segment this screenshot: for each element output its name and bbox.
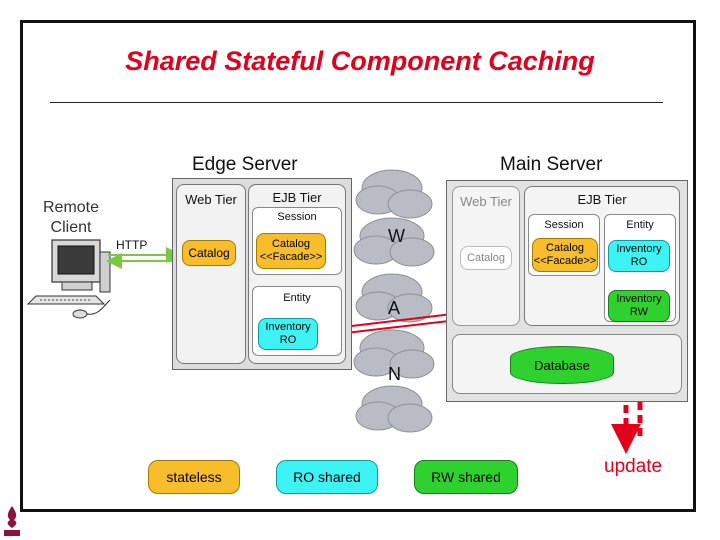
main-entity-label: Entity [626, 219, 654, 231]
http-label: HTTP [116, 238, 148, 252]
main-catalog: Catalog [460, 246, 512, 270]
edge-web-tier [176, 184, 246, 364]
wan-letter-a: A [388, 298, 401, 318]
main-database: Database [510, 346, 614, 384]
main-inventory-ro: Inventory RO [608, 240, 670, 272]
main-ejb-tier-label: EJB Tier [577, 192, 627, 207]
update-label: update [604, 456, 663, 477]
remote-client-label: Remote Client [42, 199, 100, 236]
wan-letter-n: N [388, 364, 401, 384]
main-web-tier-label: Web Tier [460, 194, 512, 209]
edge-entity-label: Entity [283, 292, 311, 304]
legend-stateless: stateless [148, 460, 240, 494]
wan-cloud [353, 169, 435, 433]
edge-catalog-facade: Catalog <<Facade>> [256, 233, 326, 269]
legend-rw-shared: RW shared [414, 460, 518, 494]
edge-ejb-tier-label: EJB Tier [272, 190, 322, 205]
title-divider [50, 102, 663, 103]
main-session-label: Session [544, 219, 584, 231]
edge-server-label: Edge Server [192, 154, 298, 175]
nyu-logo-icon [4, 506, 20, 536]
edge-web-tier-label: Web Tier [185, 192, 237, 207]
main-server-label: Main Server [500, 154, 603, 175]
computer-icon [26, 239, 111, 319]
edge-catalog: Catalog [182, 240, 236, 266]
slide-title: Shared Stateful Component Caching [125, 46, 595, 76]
edge-session-label: Session [277, 211, 317, 223]
edge-inventory-ro: Inventory RO [258, 318, 318, 350]
wan-letter-w: W [388, 226, 405, 246]
main-inventory-rw: Inventory RW [608, 290, 670, 322]
main-catalog-facade: Catalog <<Facade>> [532, 238, 598, 272]
legend-ro-shared: RO shared [276, 460, 378, 494]
